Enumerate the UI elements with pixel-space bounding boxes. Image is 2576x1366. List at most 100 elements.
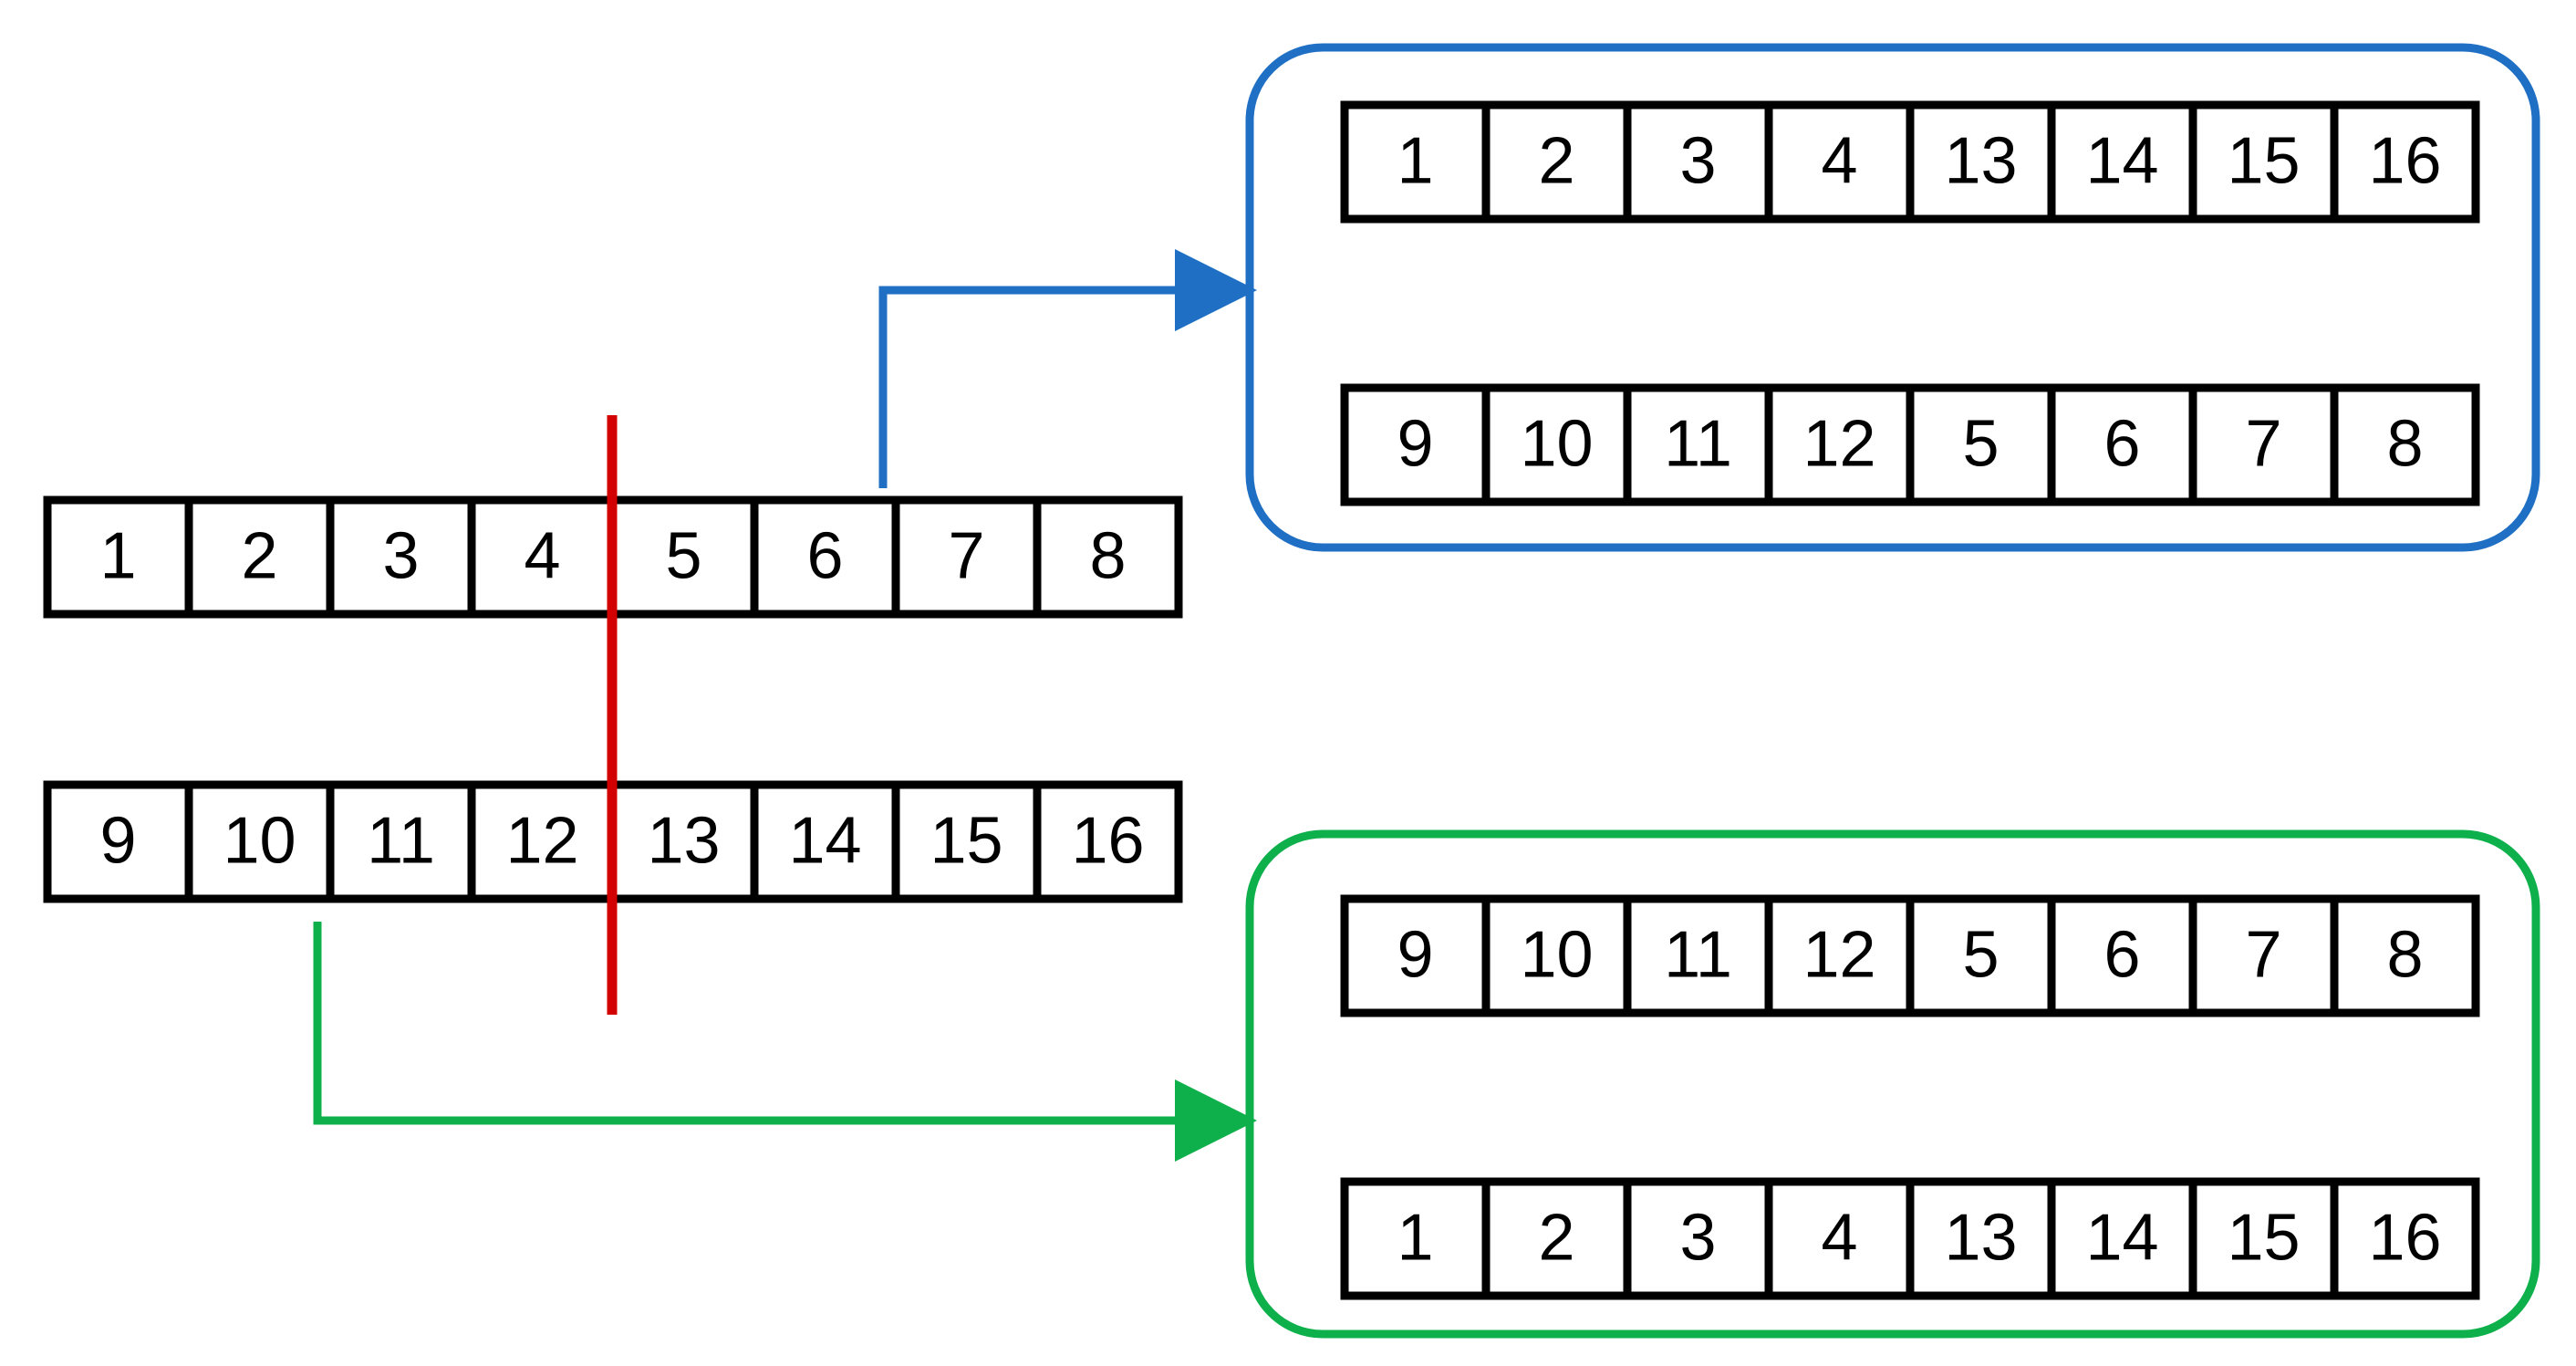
array-cell: 8: [2330, 383, 2480, 506]
cell-value: 10: [1520, 408, 1593, 481]
array-cell: 11: [1623, 894, 1773, 1017]
cell-box: [2330, 1177, 2480, 1300]
array-cell: 7: [2188, 383, 2339, 506]
cell-box: [326, 780, 476, 903]
cell-value: 4: [1821, 125, 1857, 198]
blue-connector-arrow: [878, 249, 1257, 488]
cell-value: 14: [2085, 1202, 2158, 1275]
cell-box: [326, 495, 476, 619]
cell-value: 1: [99, 520, 136, 593]
cell-value: 7: [2245, 408, 2281, 481]
cell-value: 3: [382, 520, 419, 593]
array-cell: 13: [1906, 100, 2056, 224]
cell-value: 10: [223, 805, 296, 878]
cell-box: [1033, 780, 1183, 903]
cell-value: 13: [1944, 125, 2017, 198]
array-cell: 15: [2188, 100, 2339, 224]
cell-value: 5: [1962, 408, 1999, 481]
cell-box: [1481, 1177, 1632, 1300]
cell-box: [2188, 894, 2339, 1017]
array-cell: 13: [1906, 1177, 2056, 1300]
array-cell: 6: [750, 495, 900, 619]
cell-box: [2047, 1177, 2197, 1300]
array-cell: 4: [1764, 1177, 1915, 1300]
cell-value: 3: [1679, 1202, 1716, 1275]
array-cell: 12: [1764, 894, 1915, 1017]
cell-value: 15: [930, 805, 1002, 878]
cell-box: [1340, 894, 1491, 1017]
array-cell: 7: [2188, 894, 2339, 1017]
array-cell: 11: [326, 780, 476, 903]
array-cell: 4: [467, 495, 618, 619]
array-cell: 2: [184, 495, 335, 619]
cell-value: 9: [99, 805, 136, 878]
cell-box: [1623, 100, 1773, 224]
cell-box: [1623, 1177, 1773, 1300]
cell-value: 12: [1802, 919, 1875, 992]
cell-value: 2: [1538, 125, 1574, 198]
array-cell: 9: [1340, 894, 1491, 1017]
cell-box: [2330, 894, 2480, 1017]
cell-value: 14: [788, 805, 861, 878]
array-cell: 9: [1340, 383, 1491, 506]
array-cell: 1: [1340, 1177, 1491, 1300]
cell-box: [1906, 1177, 2056, 1300]
cell-value: 13: [647, 805, 720, 878]
cell-value: 5: [665, 520, 701, 593]
cell-value: 7: [2245, 919, 2281, 992]
array-cell: 16: [2330, 100, 2480, 224]
array-cell: 5: [1906, 383, 2056, 506]
array-cell: 4: [1764, 100, 1915, 224]
cell-box: [2330, 100, 2480, 224]
array-cell: 15: [891, 780, 1042, 903]
cell-value: 16: [2368, 125, 2441, 198]
array-cell: 10: [184, 780, 335, 903]
array-cell: 8: [2330, 894, 2480, 1017]
cell-value: 16: [2368, 1202, 2441, 1275]
cell-value: 5: [1962, 919, 1999, 992]
array-cell: 1: [1340, 100, 1491, 224]
array-cell: 8: [1033, 495, 1183, 619]
array-cell: 13: [608, 780, 759, 903]
cell-value: 6: [2103, 408, 2140, 481]
cell-value: 6: [2103, 919, 2140, 992]
array-cell: 3: [1623, 100, 1773, 224]
cell-box: [1906, 894, 2056, 1017]
cell-value: 13: [1944, 1202, 2017, 1275]
cell-box: [1764, 383, 1915, 506]
array-cell: 5: [1906, 894, 2056, 1017]
array-cell: 12: [467, 780, 618, 903]
cell-value: 6: [806, 520, 843, 593]
cell-value: 16: [1071, 805, 1144, 878]
array-cell: 7: [891, 495, 1042, 619]
array-cell: 9: [43, 780, 193, 903]
cell-box: [467, 495, 618, 619]
cell-box: [891, 495, 1042, 619]
cell-box: [2330, 383, 2480, 506]
cell-value: 3: [1679, 125, 1716, 198]
array-cell: 5: [608, 495, 759, 619]
array-cell: 14: [750, 780, 900, 903]
cell-value: 15: [2227, 125, 2300, 198]
cell-value: 8: [2386, 408, 2423, 481]
cell-value: 15: [2227, 1202, 2300, 1275]
green-connector-arrow: [313, 922, 1257, 1162]
cell-value: 9: [1397, 408, 1433, 481]
array-cell: 1: [43, 495, 193, 619]
cell-value: 11: [1664, 408, 1732, 481]
cell-box: [467, 780, 618, 903]
array-cell: 14: [2047, 1177, 2197, 1300]
array-cell: 16: [2330, 1177, 2480, 1300]
cell-box: [1481, 100, 1632, 224]
cell-value: 2: [241, 520, 277, 593]
cell-value: 4: [1821, 1202, 1857, 1275]
cell-box: [1764, 100, 1915, 224]
cell-value: 2: [1538, 1202, 1574, 1275]
cell-value: 9: [1397, 919, 1433, 992]
array-cell: 10: [1481, 383, 1632, 506]
